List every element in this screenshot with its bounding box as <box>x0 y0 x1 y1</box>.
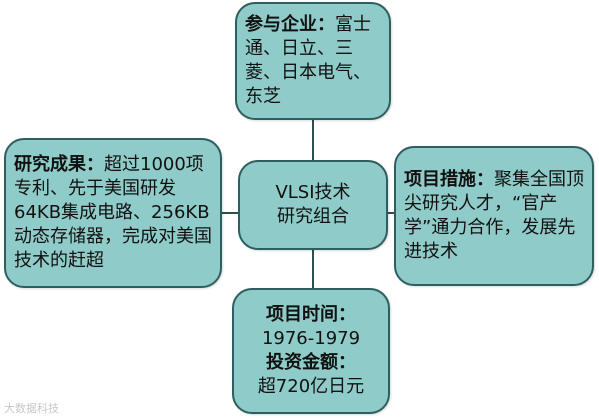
participants-text: 富士通、日立、三菱、日本电气、东芝 <box>245 14 371 107</box>
amount-label: 投资金额： <box>266 352 356 373</box>
amount-value: 超720亿日元 <box>257 376 365 397</box>
connector-left <box>222 212 238 214</box>
connector-top <box>312 120 314 160</box>
bottom-node-time-investment: 项目时间： 1976-1979 投资金额： 超720亿日元 <box>232 288 390 414</box>
center-line-2: 研究组合 <box>277 206 349 227</box>
top-node-participants: 参与企业：富士通、日立、三菱、日本电气、东芝 <box>235 2 391 120</box>
participants-label: 参与企业： <box>245 14 335 35</box>
time-value: 1976-1979 <box>261 328 361 349</box>
watermark: 大数据科技 <box>4 402 59 415</box>
measures-label: 项目措施： <box>404 169 494 190</box>
results-text: 超过1000项专利、先于美国研发64KB集成电路、256KB动态存储器，完成对美… <box>14 154 212 271</box>
right-node-measures: 项目措施：聚集全国顶尖研究人才，“官产学”通力合作，发展先进技术 <box>394 146 594 286</box>
center-line-1: VLSI技术 <box>275 182 351 203</box>
center-node: VLSI技术 研究组合 <box>238 160 388 250</box>
measures-text: 聚集全国顶尖研究人才，“官产学”通力合作，发展先进技术 <box>404 169 584 262</box>
left-node-results: 研究成果：超过1000项专利、先于美国研发64KB集成电路、256KB动态存储器… <box>4 138 222 288</box>
time-label: 项目时间： <box>266 304 356 325</box>
connector-bottom <box>312 250 314 288</box>
connector-right <box>388 212 394 214</box>
results-label: 研究成果： <box>14 154 104 175</box>
